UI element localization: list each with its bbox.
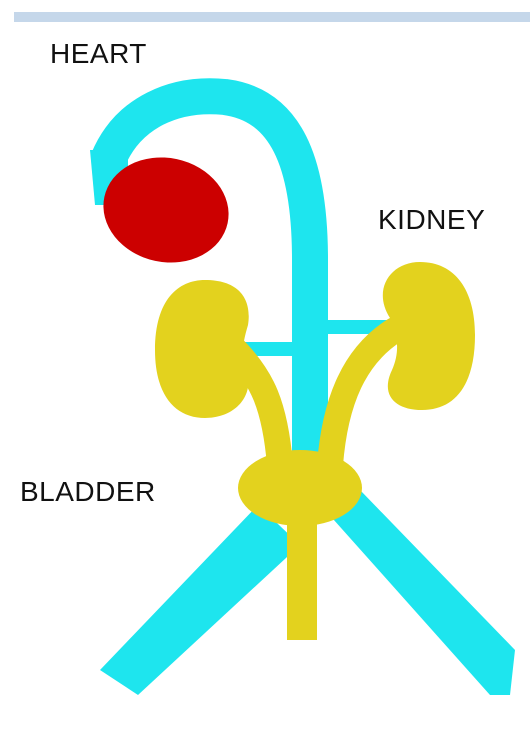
bladder-label: BLADDER bbox=[20, 476, 156, 508]
left-kidney bbox=[155, 280, 249, 418]
right-kidney bbox=[383, 262, 475, 410]
right-ureter bbox=[330, 330, 395, 465]
kidney-label: KIDNEY bbox=[378, 204, 485, 236]
bladder-shape bbox=[238, 450, 362, 526]
right-lower-vessel bbox=[325, 490, 515, 695]
left-lower-vessel bbox=[100, 505, 300, 695]
heart-label: HEART bbox=[50, 38, 147, 70]
